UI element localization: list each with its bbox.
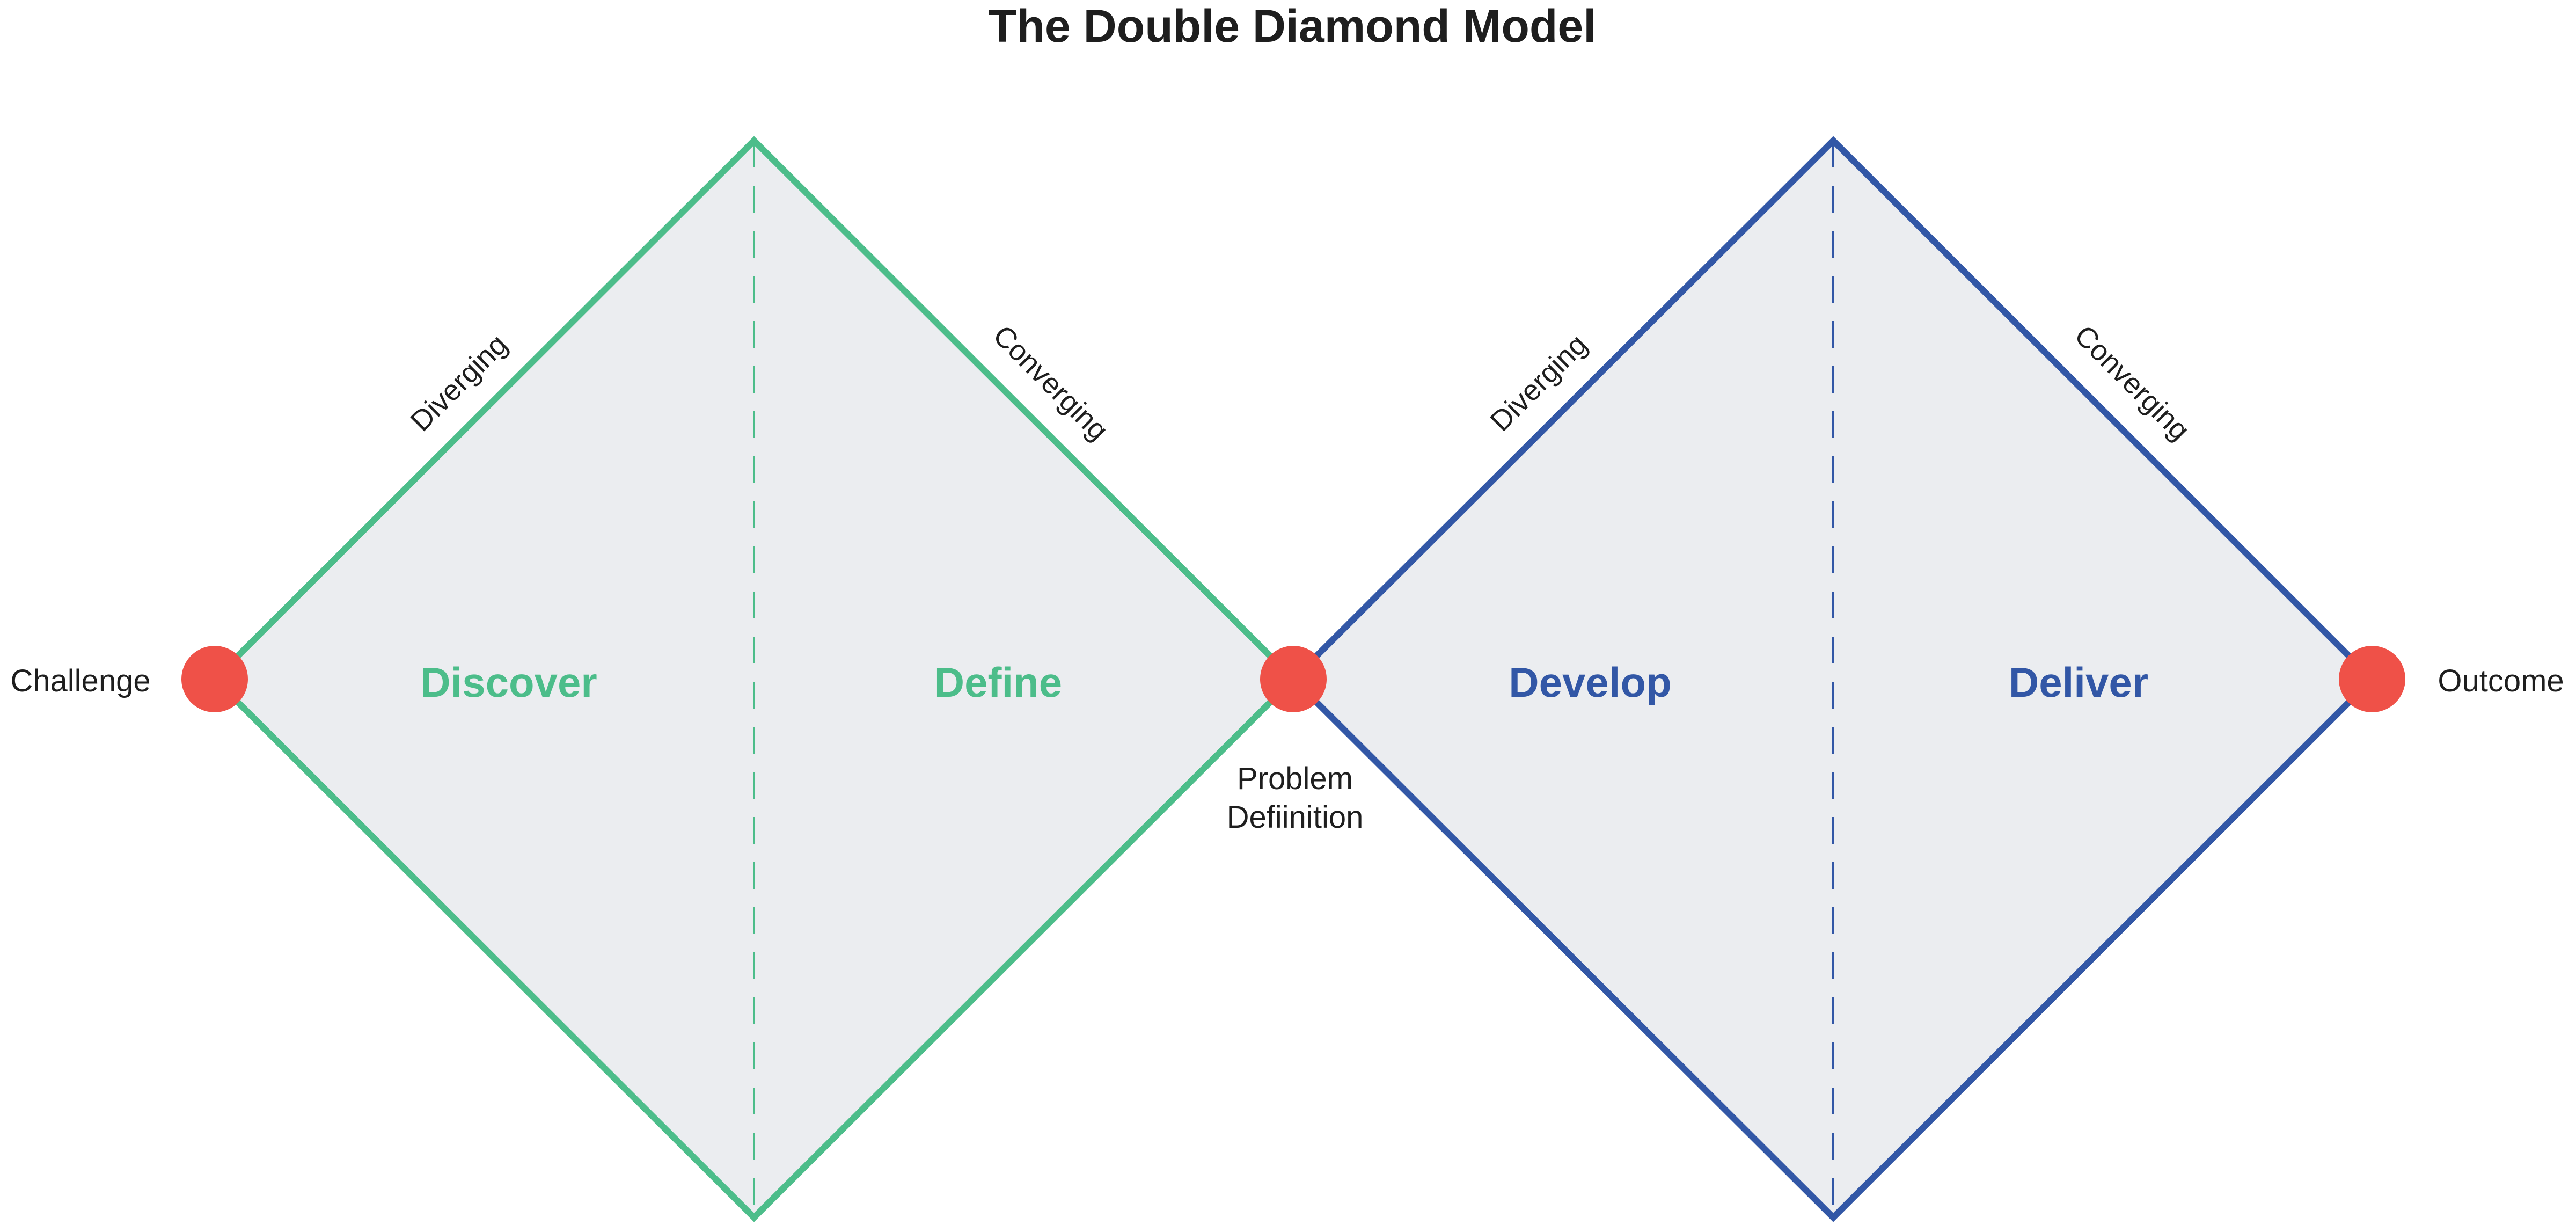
- label-outcome: Outcome: [2438, 663, 2564, 698]
- diamond-discover-define: Discover Define Diverging Converging: [210, 136, 1298, 1222]
- label-challenge: Challenge: [10, 663, 150, 698]
- diamond-develop-deliver: Develop Deliver Diverging Converging: [1289, 136, 2377, 1222]
- phase-label-deliver: Deliver: [2009, 659, 2148, 706]
- diagram-title: The Double Diamond Model: [989, 1, 1596, 52]
- label-problem-definition-line2: Defiinition: [1227, 800, 1364, 835]
- node-problem-definition: [1260, 646, 1327, 712]
- label-problem-definition-line1: Problem: [1237, 761, 1353, 796]
- phase-label-discover: Discover: [420, 659, 597, 706]
- node-outcome: [2339, 646, 2405, 712]
- phase-label-develop: Develop: [1509, 659, 1671, 706]
- phase-label-define: Define: [934, 659, 1062, 706]
- node-challenge: [181, 646, 248, 712]
